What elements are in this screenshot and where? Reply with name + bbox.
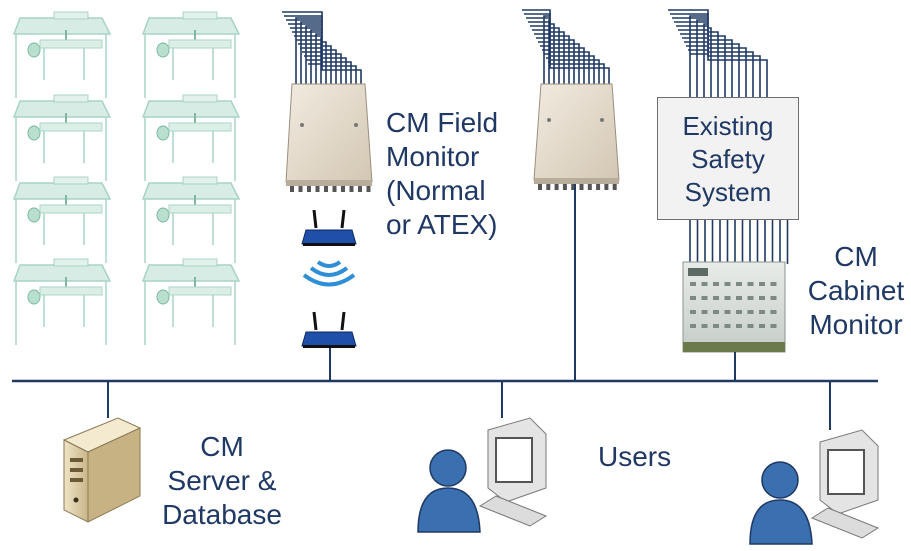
machine-icon [141, 176, 241, 263]
safety-to-cabinet-cables [689, 220, 789, 264]
wireless-router-icon [301, 209, 357, 246]
users-label: Users [598, 441, 672, 472]
machine-icon [12, 11, 112, 98]
sensor-cable-bundle-2 [522, 9, 610, 86]
network-bus [12, 184, 878, 430]
machine-icon [141, 11, 241, 98]
field-monitor-box-icon [285, 83, 373, 192]
field-monitor-label: CM Field Monitor (Normal or ATEX) [386, 107, 499, 240]
sensor-cable-bundle-1 [282, 11, 362, 86]
user-at-computer-icon [749, 429, 880, 545]
sensor-cable-bundle-3 [668, 9, 768, 98]
wireless-router-icon [301, 311, 357, 348]
server-database-label: CM Server & Database [162, 431, 282, 530]
machine-icon [141, 94, 241, 181]
existing-safety-system-box: Existing Safety System [657, 97, 799, 220]
machine-icon [141, 258, 241, 345]
user-at-computer-icon [417, 417, 548, 533]
machine-icon [12, 94, 112, 181]
cabinet-monitor-label: CM Cabinet Monitor [807, 241, 905, 340]
server-tower-icon [62, 417, 142, 523]
field-monitor-box-icon [533, 83, 620, 190]
machine-train-icon [12, 11, 241, 345]
machine-icon [12, 176, 112, 263]
wifi-signal-icon [302, 260, 356, 287]
cabinet-monitor-icon [682, 261, 786, 353]
machine-icon [12, 258, 112, 345]
